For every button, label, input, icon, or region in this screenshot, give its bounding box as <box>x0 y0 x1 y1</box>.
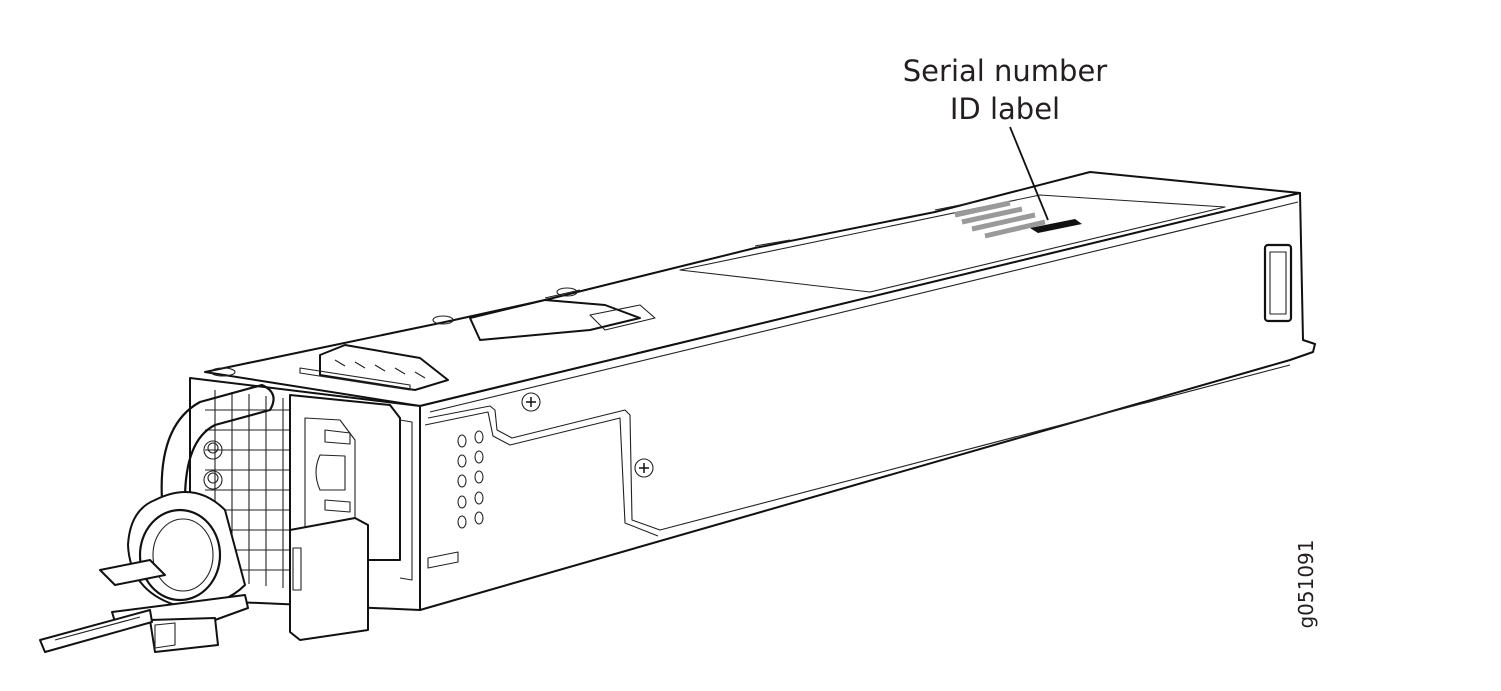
status-led <box>427 551 459 569</box>
screw-icon <box>634 458 654 478</box>
serial-number-callout: Serial number ID label <box>880 52 1130 128</box>
callout-line-1: Serial number <box>902 54 1108 88</box>
top-grip <box>319 344 449 391</box>
screw-icon <box>556 287 578 297</box>
screw-icon <box>432 315 454 325</box>
handle-slot <box>1263 243 1293 323</box>
fan-grille <box>205 390 290 588</box>
top-label-area <box>679 194 1226 293</box>
plug-retainer <box>289 517 369 641</box>
cable-tie-clip <box>39 491 249 653</box>
screw-icon <box>521 392 541 412</box>
callout-leader-line <box>1009 126 1049 221</box>
serial-number-id-label <box>954 200 1082 239</box>
side-face <box>419 192 1316 611</box>
figure-id: g051091 <box>1294 539 1318 629</box>
callout-line-2: ID label <box>949 92 1061 126</box>
release-latch <box>469 299 641 341</box>
cable-handle <box>160 383 275 502</box>
screw-icon <box>210 367 236 377</box>
vent-holes <box>457 430 484 529</box>
